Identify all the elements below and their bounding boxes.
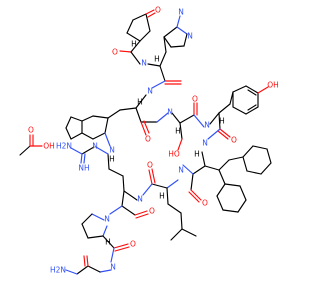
pro-hydrogen-label: H [105,238,111,247]
acetic-hydroxyl-label: OH [43,142,55,151]
tyr-hydroxyl-label: OH [267,81,279,90]
trp-nitrogen-label: N [167,108,173,117]
his-hydrogen-label: H [154,55,160,64]
cha-nitrogen-label: N [178,166,184,175]
his-carbonyl-oxygen-label: O [112,48,118,57]
trp-indole-hydrogen-label: H [109,155,115,164]
glycinamide-residue [65,255,112,275]
ser-hydrogen-label: H [175,127,181,136]
ser-carbonyl-oxygen-label: O [192,95,198,104]
acetic-acid [19,134,43,156]
leu-carbonyl-oxygen-label: O [147,161,153,170]
imidazole-n1-label: N [178,8,184,17]
pro-amide-nitrogen-label: N [110,263,116,272]
tyr-hydrogen-label: H [219,117,225,126]
arg-imine-label: NH [78,164,89,173]
ser-hydroxyl-label: HO [168,150,180,159]
imidazole-n2-label: N [187,32,193,41]
pro-ring-nitrogen-label: N [104,215,110,224]
arg-carbonyl-oxygen-label: O [149,207,155,216]
histidine-residue [130,15,188,89]
arg-guanidine-amine-label: H2N [56,142,72,151]
tyr-nitrogen-label: N [202,139,208,148]
proline-residue [81,213,130,263]
molecule-structure-canvas: O H N O N N H N N H H N O O HO H N OH H … [19,6,279,275]
pyroglutamate-residue [119,9,156,53]
leu-nitrogen-label: N [137,195,143,204]
serine-residue [156,102,205,151]
molecule-structure-svg: O H N O N N H N N H H N O O HO H N OH H … [19,6,279,275]
cha-hydrogen-label: H [194,150,200,159]
pro-carbonyl-oxygen-label: O [130,240,136,249]
trp-hydrogen-label: H [137,98,143,107]
tyrosine-residue [207,85,269,140]
pyro-nitrogen-label: N [141,59,147,68]
leu-hydrogen-label: H [159,192,165,201]
pyro-oxygen-label: O [155,6,161,15]
cha-carbonyl-oxygen-label: O [202,199,208,208]
dicyclohexyl-residue [182,145,272,213]
ser-nitrogen-label: N [204,121,210,130]
his-nitrogen-label: N [147,87,153,96]
trp-indole-nitrogen-label: N [109,146,115,155]
leucine-residue [142,168,197,241]
acetic-carbonyl-oxygen-label: O [28,126,34,135]
arg-epsilon-nitrogen-label: N [92,142,98,151]
arginine-residue [70,146,149,219]
pyro-hydrogen-label: H [131,40,137,49]
tyr-carbonyl-oxygen-label: O [231,136,237,145]
trp-carbonyl-oxygen-label: O [145,135,151,144]
tryptophan-residue [65,94,158,147]
gly-amide-amine-label: H2N [50,266,66,275]
